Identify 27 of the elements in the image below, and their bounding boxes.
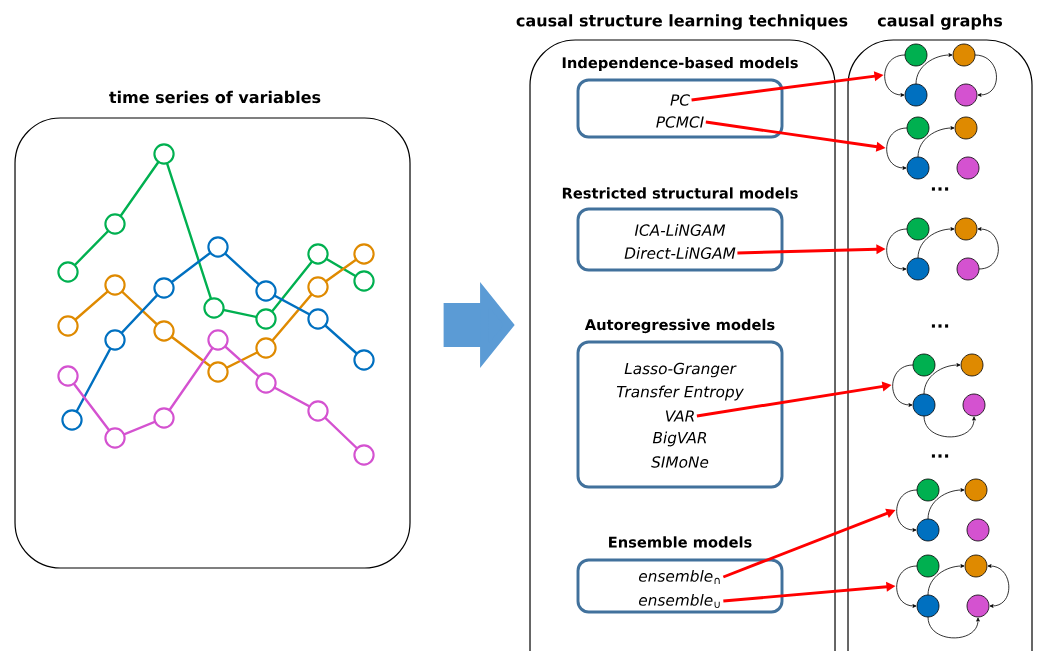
method-name: Direct-LiNGAM bbox=[624, 247, 736, 259]
method-name: ensemble$_{∪}$ bbox=[639, 594, 720, 608]
method-name: PC bbox=[670, 94, 690, 106]
method-name: PCMCI bbox=[656, 116, 704, 128]
group-heading: Independence-based models bbox=[562, 56, 798, 72]
causal-graph-drawing bbox=[886, 116, 980, 180]
panel-title: causal graphs bbox=[877, 14, 1003, 30]
causal-graph-drawing bbox=[884, 43, 997, 107]
method-name: VAR bbox=[665, 410, 694, 422]
method-name: SIMoNe bbox=[651, 456, 709, 468]
method-name: Transfer Entropy bbox=[616, 385, 744, 401]
causal-graph-drawing bbox=[886, 217, 999, 281]
method-name: ensemble$_{∩}$ bbox=[639, 570, 720, 584]
causal-graph-drawing bbox=[892, 353, 986, 438]
ellipsis: ... bbox=[931, 454, 949, 458]
causal-graph-drawing bbox=[896, 554, 1010, 639]
method-name: BigVAR bbox=[652, 431, 707, 447]
panel-title: time series of variables bbox=[109, 90, 321, 104]
method-name: Lasso-Granger bbox=[624, 362, 737, 378]
causal-graph-drawing bbox=[896, 478, 990, 542]
ellipsis: ... bbox=[931, 187, 949, 191]
group-heading: Restricted structural models bbox=[562, 187, 798, 199]
group-heading: Ensemble models bbox=[609, 536, 752, 548]
ellipsis: ... bbox=[931, 324, 949, 328]
panel-title: causal structure learning techniques bbox=[516, 14, 848, 30]
method-name: ICA-LiNGAM bbox=[634, 224, 726, 236]
group-heading: Autoregressive models bbox=[584, 318, 775, 334]
